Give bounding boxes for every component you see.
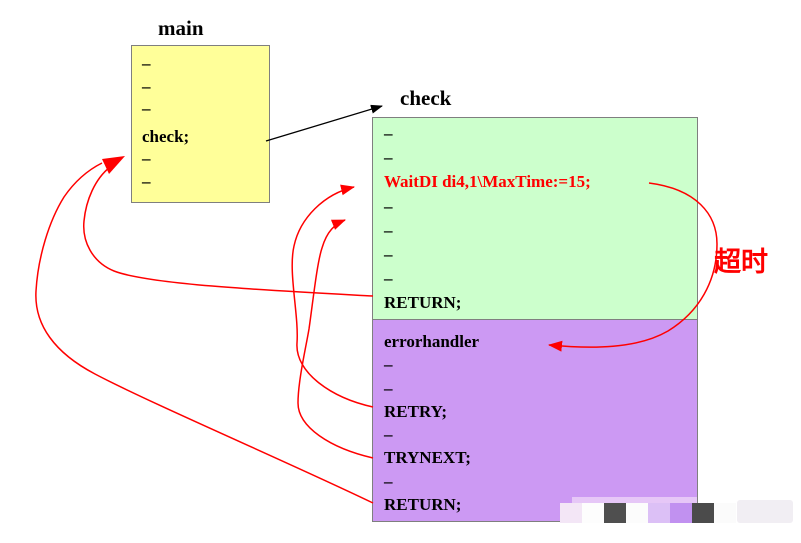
code-line: – bbox=[142, 99, 151, 118]
watermark-tail bbox=[737, 500, 793, 523]
code-line: – bbox=[384, 245, 393, 265]
retry-arrow bbox=[291, 184, 374, 408]
code-line: – bbox=[384, 471, 393, 491]
code-line: – bbox=[142, 54, 151, 73]
code-line: – bbox=[384, 196, 393, 216]
main-routine-title: main bbox=[158, 16, 204, 40]
code-line: – bbox=[384, 148, 393, 168]
check-routine-title: check bbox=[400, 86, 452, 110]
code-line: – bbox=[384, 124, 393, 143]
watermark-pixel-blocks bbox=[560, 503, 736, 523]
code-line: – bbox=[384, 355, 393, 375]
code-line-retry: RETRY; bbox=[384, 401, 448, 421]
code-line: – bbox=[142, 149, 151, 168]
code-line-errorhandler: errorhandler bbox=[384, 332, 480, 351]
return-arrow-error bbox=[35, 162, 374, 504]
check-routine-box: – – WaitDI di4,1\MaxTime:=15; – – – – RE… bbox=[372, 117, 698, 320]
code-line-return: RETURN; bbox=[384, 495, 462, 515]
code-line: – bbox=[142, 76, 151, 96]
errorhandler-box: errorhandler – – RETRY; – TRYNEXT; – RET… bbox=[372, 320, 698, 522]
code-line-return: RETURN; bbox=[384, 293, 462, 313]
code-line: – bbox=[384, 269, 393, 289]
code-line: – bbox=[384, 220, 393, 240]
code-line-check-call: check; bbox=[142, 126, 190, 146]
trynext-arrow bbox=[297, 219, 374, 459]
call-arrow bbox=[265, 104, 383, 142]
code-line: – bbox=[384, 378, 393, 398]
code-line: – bbox=[384, 425, 393, 445]
timeout-label: 超时 bbox=[714, 247, 768, 278]
code-line-waitdi: WaitDI di4,1\MaxTime:=15; bbox=[384, 172, 591, 192]
code-line: – bbox=[142, 171, 151, 191]
main-routine-box: – – – check; – – bbox=[131, 45, 270, 203]
code-line-trynext: TRYNEXT; bbox=[384, 448, 471, 468]
return-arrowhead bbox=[102, 156, 125, 174]
